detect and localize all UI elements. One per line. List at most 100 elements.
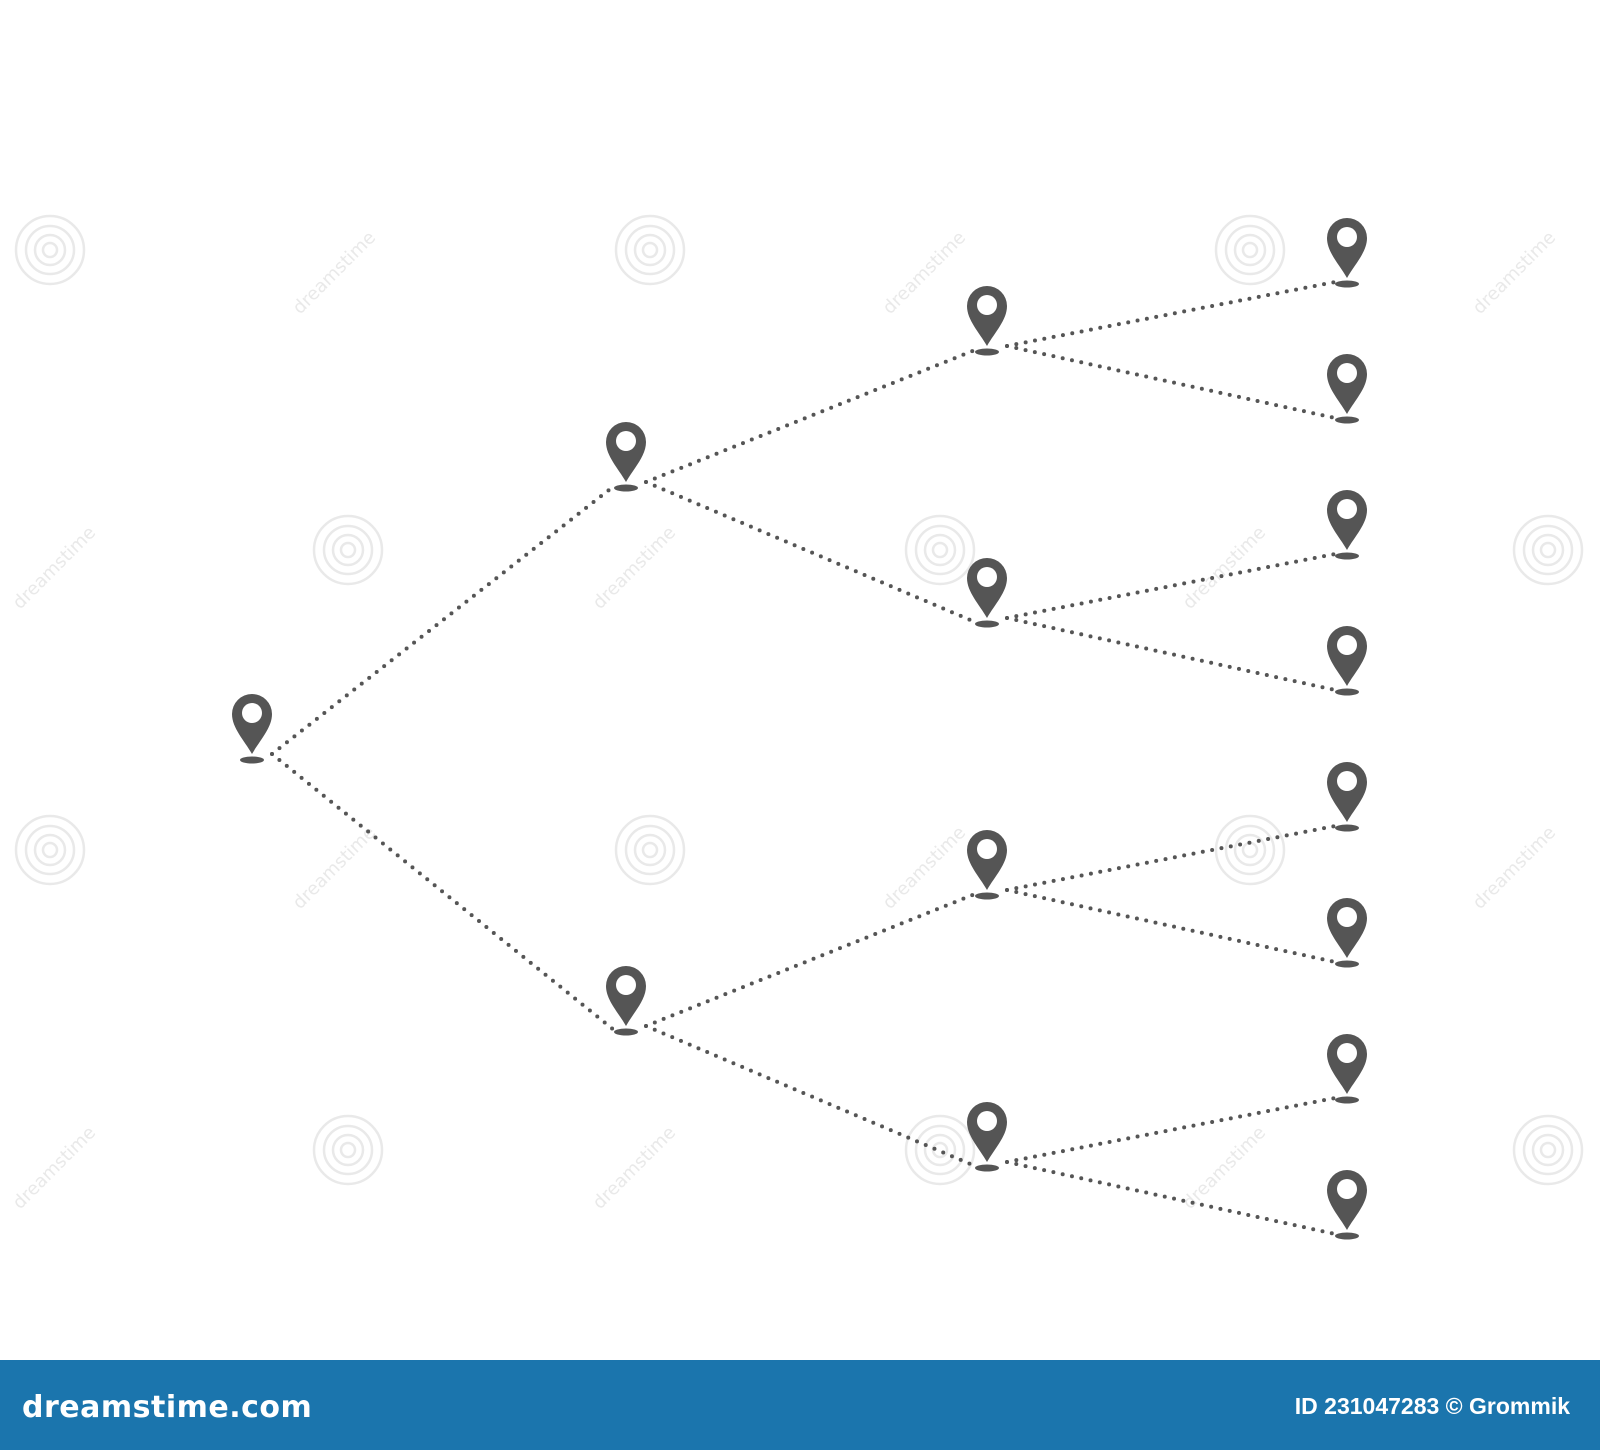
watermark-spiral-icon xyxy=(1214,814,1286,886)
pin-body xyxy=(1327,1034,1367,1094)
pin-shadow xyxy=(1335,960,1359,968)
pin-shadow xyxy=(1335,552,1359,560)
pin-shadow xyxy=(1335,1232,1359,1240)
pin-hole xyxy=(1337,499,1357,519)
pin-body xyxy=(1327,626,1367,686)
pin-body xyxy=(232,694,272,754)
dotted-connector xyxy=(270,484,616,756)
map-pin-icon[interactable] xyxy=(1327,762,1367,832)
pin-shadow xyxy=(614,484,638,492)
watermark-spiral-icon xyxy=(14,214,86,286)
dotted-connector xyxy=(1005,344,1337,420)
map-pin-icon[interactable] xyxy=(967,558,1007,628)
footer-bar: dreamstime.com ID 231047283 © Grommik xyxy=(0,1360,1600,1450)
pin-hole xyxy=(616,975,636,995)
map-pin-icon[interactable] xyxy=(967,830,1007,900)
pin-hole xyxy=(1337,227,1357,247)
pin-body xyxy=(1327,898,1367,958)
dotted-connector xyxy=(644,480,977,624)
pin-hole xyxy=(1337,635,1357,655)
watermark-spiral-icon xyxy=(1512,1114,1584,1186)
watermark-spiral-icon xyxy=(614,214,686,286)
brand-logo[interactable]: dreamstime.com xyxy=(22,1390,313,1425)
dotted-connector xyxy=(1005,552,1337,620)
pin-layer xyxy=(232,218,1367,1240)
pin-hole xyxy=(1337,907,1357,927)
watermark-text: dreamstime xyxy=(589,522,680,613)
pin-body xyxy=(1327,1170,1367,1230)
pin-shadow xyxy=(1335,688,1359,696)
watermark-text: dreamstime xyxy=(289,227,380,318)
connector-layer xyxy=(270,280,1337,1236)
pin-body xyxy=(967,286,1007,346)
watermark-text: dreamstime xyxy=(879,227,970,318)
pin-shadow xyxy=(1335,416,1359,424)
watermark-spiral-icon xyxy=(904,514,976,586)
pin-shadow xyxy=(240,756,264,764)
pin-shadow xyxy=(975,892,999,900)
map-pin-icon[interactable] xyxy=(967,1102,1007,1172)
map-pin-icon[interactable] xyxy=(1327,490,1367,560)
pin-shadow xyxy=(614,1028,638,1036)
dotted-connector xyxy=(644,1024,977,1168)
dotted-connector xyxy=(644,892,977,1028)
dotted-connector xyxy=(1005,824,1337,892)
map-pin-icon[interactable] xyxy=(1327,626,1367,696)
pin-shadow xyxy=(1335,824,1359,832)
watermark-spiral-icon xyxy=(904,1114,976,1186)
pin-hole xyxy=(1337,771,1357,791)
map-pin-icon[interactable] xyxy=(1327,1170,1367,1240)
pin-body xyxy=(1327,354,1367,414)
pin-shadow xyxy=(975,348,999,356)
pin-hole xyxy=(242,703,262,723)
map-pin-icon[interactable] xyxy=(1327,354,1367,424)
watermark-spiral-icon xyxy=(312,1114,384,1186)
pin-hole xyxy=(1337,1179,1357,1199)
pin-body xyxy=(967,1102,1007,1162)
pin-shadow xyxy=(975,620,999,628)
pin-hole xyxy=(1337,363,1357,383)
watermark-spiral-icon xyxy=(312,514,384,586)
pin-body xyxy=(1327,490,1367,550)
pin-body xyxy=(606,422,646,482)
map-pin-icon[interactable] xyxy=(232,694,272,764)
dotted-connector xyxy=(1005,1160,1337,1236)
pin-hole xyxy=(977,839,997,859)
pin-body xyxy=(967,830,1007,890)
watermark-text: dreamstime xyxy=(1179,522,1270,613)
pin-hole xyxy=(1337,1043,1357,1063)
map-pin-icon[interactable] xyxy=(967,286,1007,356)
dotted-connector xyxy=(1005,1096,1337,1164)
watermark-text: dreamstime xyxy=(289,822,380,913)
pin-hole xyxy=(977,1111,997,1131)
watermark-text: dreamstime xyxy=(879,822,970,913)
map-pin-icon[interactable] xyxy=(1327,1034,1367,1104)
pin-body xyxy=(1327,218,1367,278)
pin-shadow xyxy=(1335,280,1359,288)
pin-shadow xyxy=(1335,1096,1359,1104)
dotted-connector xyxy=(1005,280,1337,348)
watermark-text: dreamstime xyxy=(1179,1122,1270,1213)
pin-body xyxy=(967,558,1007,618)
pin-body xyxy=(606,966,646,1026)
pin-shadow xyxy=(975,1164,999,1172)
watermark-spiral-icon xyxy=(1214,214,1286,286)
watermark-spiral-icon xyxy=(1512,514,1584,586)
watermark-spiral-icon xyxy=(614,814,686,886)
dotted-connector xyxy=(1005,616,1337,692)
watermark-text: dreamstime xyxy=(9,1122,100,1213)
dotted-connector xyxy=(270,752,616,1032)
dotted-connector xyxy=(644,348,977,484)
map-pin-icon[interactable] xyxy=(606,966,646,1036)
pin-hole xyxy=(977,295,997,315)
pin-hole xyxy=(616,431,636,451)
watermark-text: dreamstime xyxy=(1469,227,1560,318)
pin-hole xyxy=(977,567,997,587)
map-pin-icon[interactable] xyxy=(1327,898,1367,968)
watermark-spiral-icon xyxy=(14,814,86,886)
watermark-text: dreamstime xyxy=(589,1122,680,1213)
map-pin-icon[interactable] xyxy=(606,422,646,492)
watermark-text: dreamstime xyxy=(1469,822,1560,913)
map-pin-icon[interactable] xyxy=(1327,218,1367,288)
